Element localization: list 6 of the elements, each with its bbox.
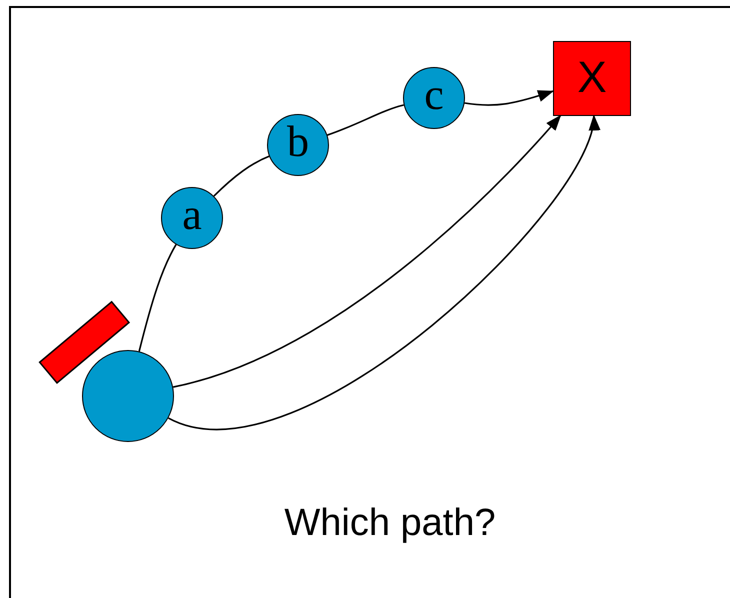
connector-line	[138, 244, 177, 352]
square-node	[553, 40, 631, 116]
node-label: X	[577, 56, 607, 100]
caption: Which path?	[283, 501, 497, 546]
node-label: c	[424, 73, 444, 117]
arrow	[464, 90, 554, 106]
